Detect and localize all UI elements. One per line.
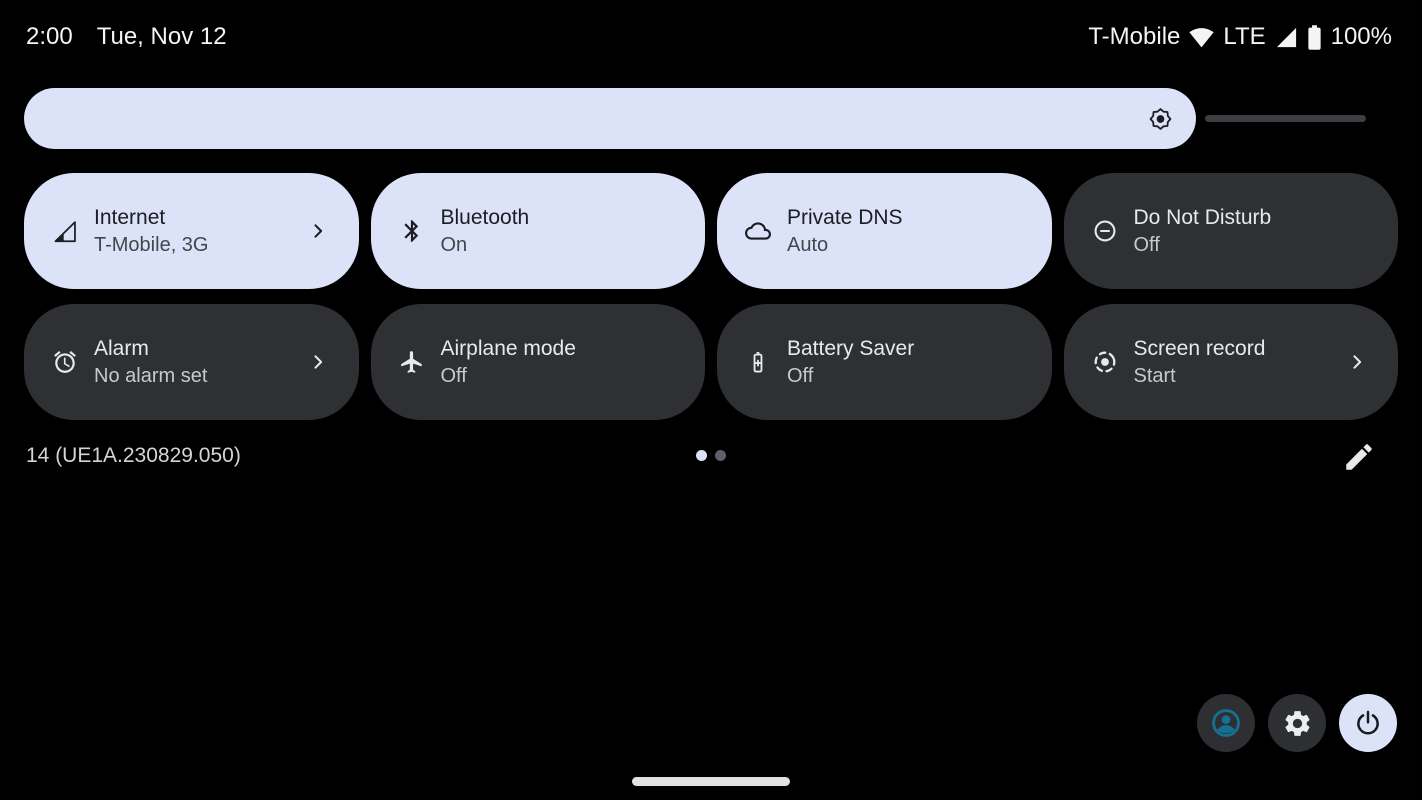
tile-status: Off	[440, 364, 467, 387]
qs-tile-alarm[interactable]: Alarm No alarm set	[24, 304, 359, 420]
cellular-signal-icon	[1275, 26, 1298, 49]
alarm-icon	[52, 349, 78, 375]
status-date: Tue, Nov 12	[96, 23, 227, 50]
quick-settings-grid: Internet T-Mobile, 3G Bluetooth On Priva…	[24, 173, 1398, 420]
page-dot-1	[696, 450, 707, 461]
battery-saver-icon	[745, 349, 771, 375]
gear-icon	[1282, 708, 1313, 739]
qs-tile-bluetooth[interactable]: Bluetooth On	[370, 173, 705, 289]
build-number: 14 (UE1A.230829.050)	[26, 444, 241, 467]
tile-label: Bluetooth	[440, 205, 530, 229]
tile-status: Start	[1133, 364, 1176, 387]
qs-tile-airplane-mode[interactable]: Airplane mode Off	[370, 304, 705, 420]
page-indicator	[696, 450, 726, 461]
edit-tiles-button[interactable]	[1342, 440, 1376, 474]
status-carrier: T-Mobile	[1088, 23, 1181, 50]
brightness-slider-track[interactable]	[1205, 115, 1366, 122]
tile-status: T-Mobile, 3G	[94, 233, 209, 256]
airplane-icon	[399, 349, 425, 375]
tile-status: On	[440, 233, 468, 256]
network-signal-icon	[52, 218, 78, 244]
screen-record-icon	[1092, 349, 1118, 375]
person-circle-icon	[1209, 706, 1243, 740]
chevron-right-icon	[307, 220, 329, 242]
battery-icon	[1307, 24, 1322, 51]
tile-label: Battery Saver	[787, 336, 915, 360]
tile-status: Off	[1133, 233, 1160, 256]
home-bar[interactable]	[632, 777, 790, 786]
brightness-slider[interactable]	[24, 88, 1196, 149]
qs-tile-internet[interactable]: Internet T-Mobile, 3G	[24, 173, 359, 289]
status-battery-percent: 100%	[1330, 23, 1392, 50]
qs-tile-private-dns[interactable]: Private DNS Auto	[717, 173, 1052, 289]
tile-label: Do Not Disturb	[1133, 205, 1272, 229]
status-bar: 2:00 Tue, Nov 12 T-Mobile LTE 100%	[0, 0, 1422, 74]
chevron-right-icon	[1346, 351, 1368, 373]
tile-label: Private DNS	[787, 205, 903, 229]
cloud-icon	[745, 218, 771, 244]
tile-status: Auto	[787, 233, 829, 256]
tile-status: Off	[787, 364, 814, 387]
do-not-disturb-icon	[1092, 218, 1118, 244]
tile-label: Alarm	[94, 336, 149, 360]
power-button[interactable]	[1339, 694, 1397, 752]
qs-tile-screen-record[interactable]: Screen record Start	[1063, 304, 1398, 420]
qs-tile-do-not-disturb[interactable]: Do Not Disturb Off	[1063, 173, 1398, 289]
brightness-icon	[1147, 105, 1174, 132]
wifi-icon	[1189, 25, 1214, 50]
tile-label: Screen record	[1133, 336, 1266, 360]
user-avatar-button[interactable]	[1197, 694, 1255, 752]
qs-tile-battery-saver[interactable]: Battery Saver Off	[717, 304, 1052, 420]
tile-label: Airplane mode	[440, 336, 576, 360]
page-dot-2	[715, 450, 726, 461]
chevron-right-icon	[307, 351, 329, 373]
tile-status: No alarm set	[94, 364, 208, 387]
footer-buttons	[1197, 694, 1397, 752]
tile-label: Internet	[94, 205, 166, 229]
bluetooth-icon	[399, 218, 425, 244]
status-network-type: LTE	[1223, 23, 1266, 50]
power-icon	[1353, 708, 1383, 738]
status-time: 2:00	[26, 23, 73, 50]
settings-button[interactable]	[1268, 694, 1326, 752]
